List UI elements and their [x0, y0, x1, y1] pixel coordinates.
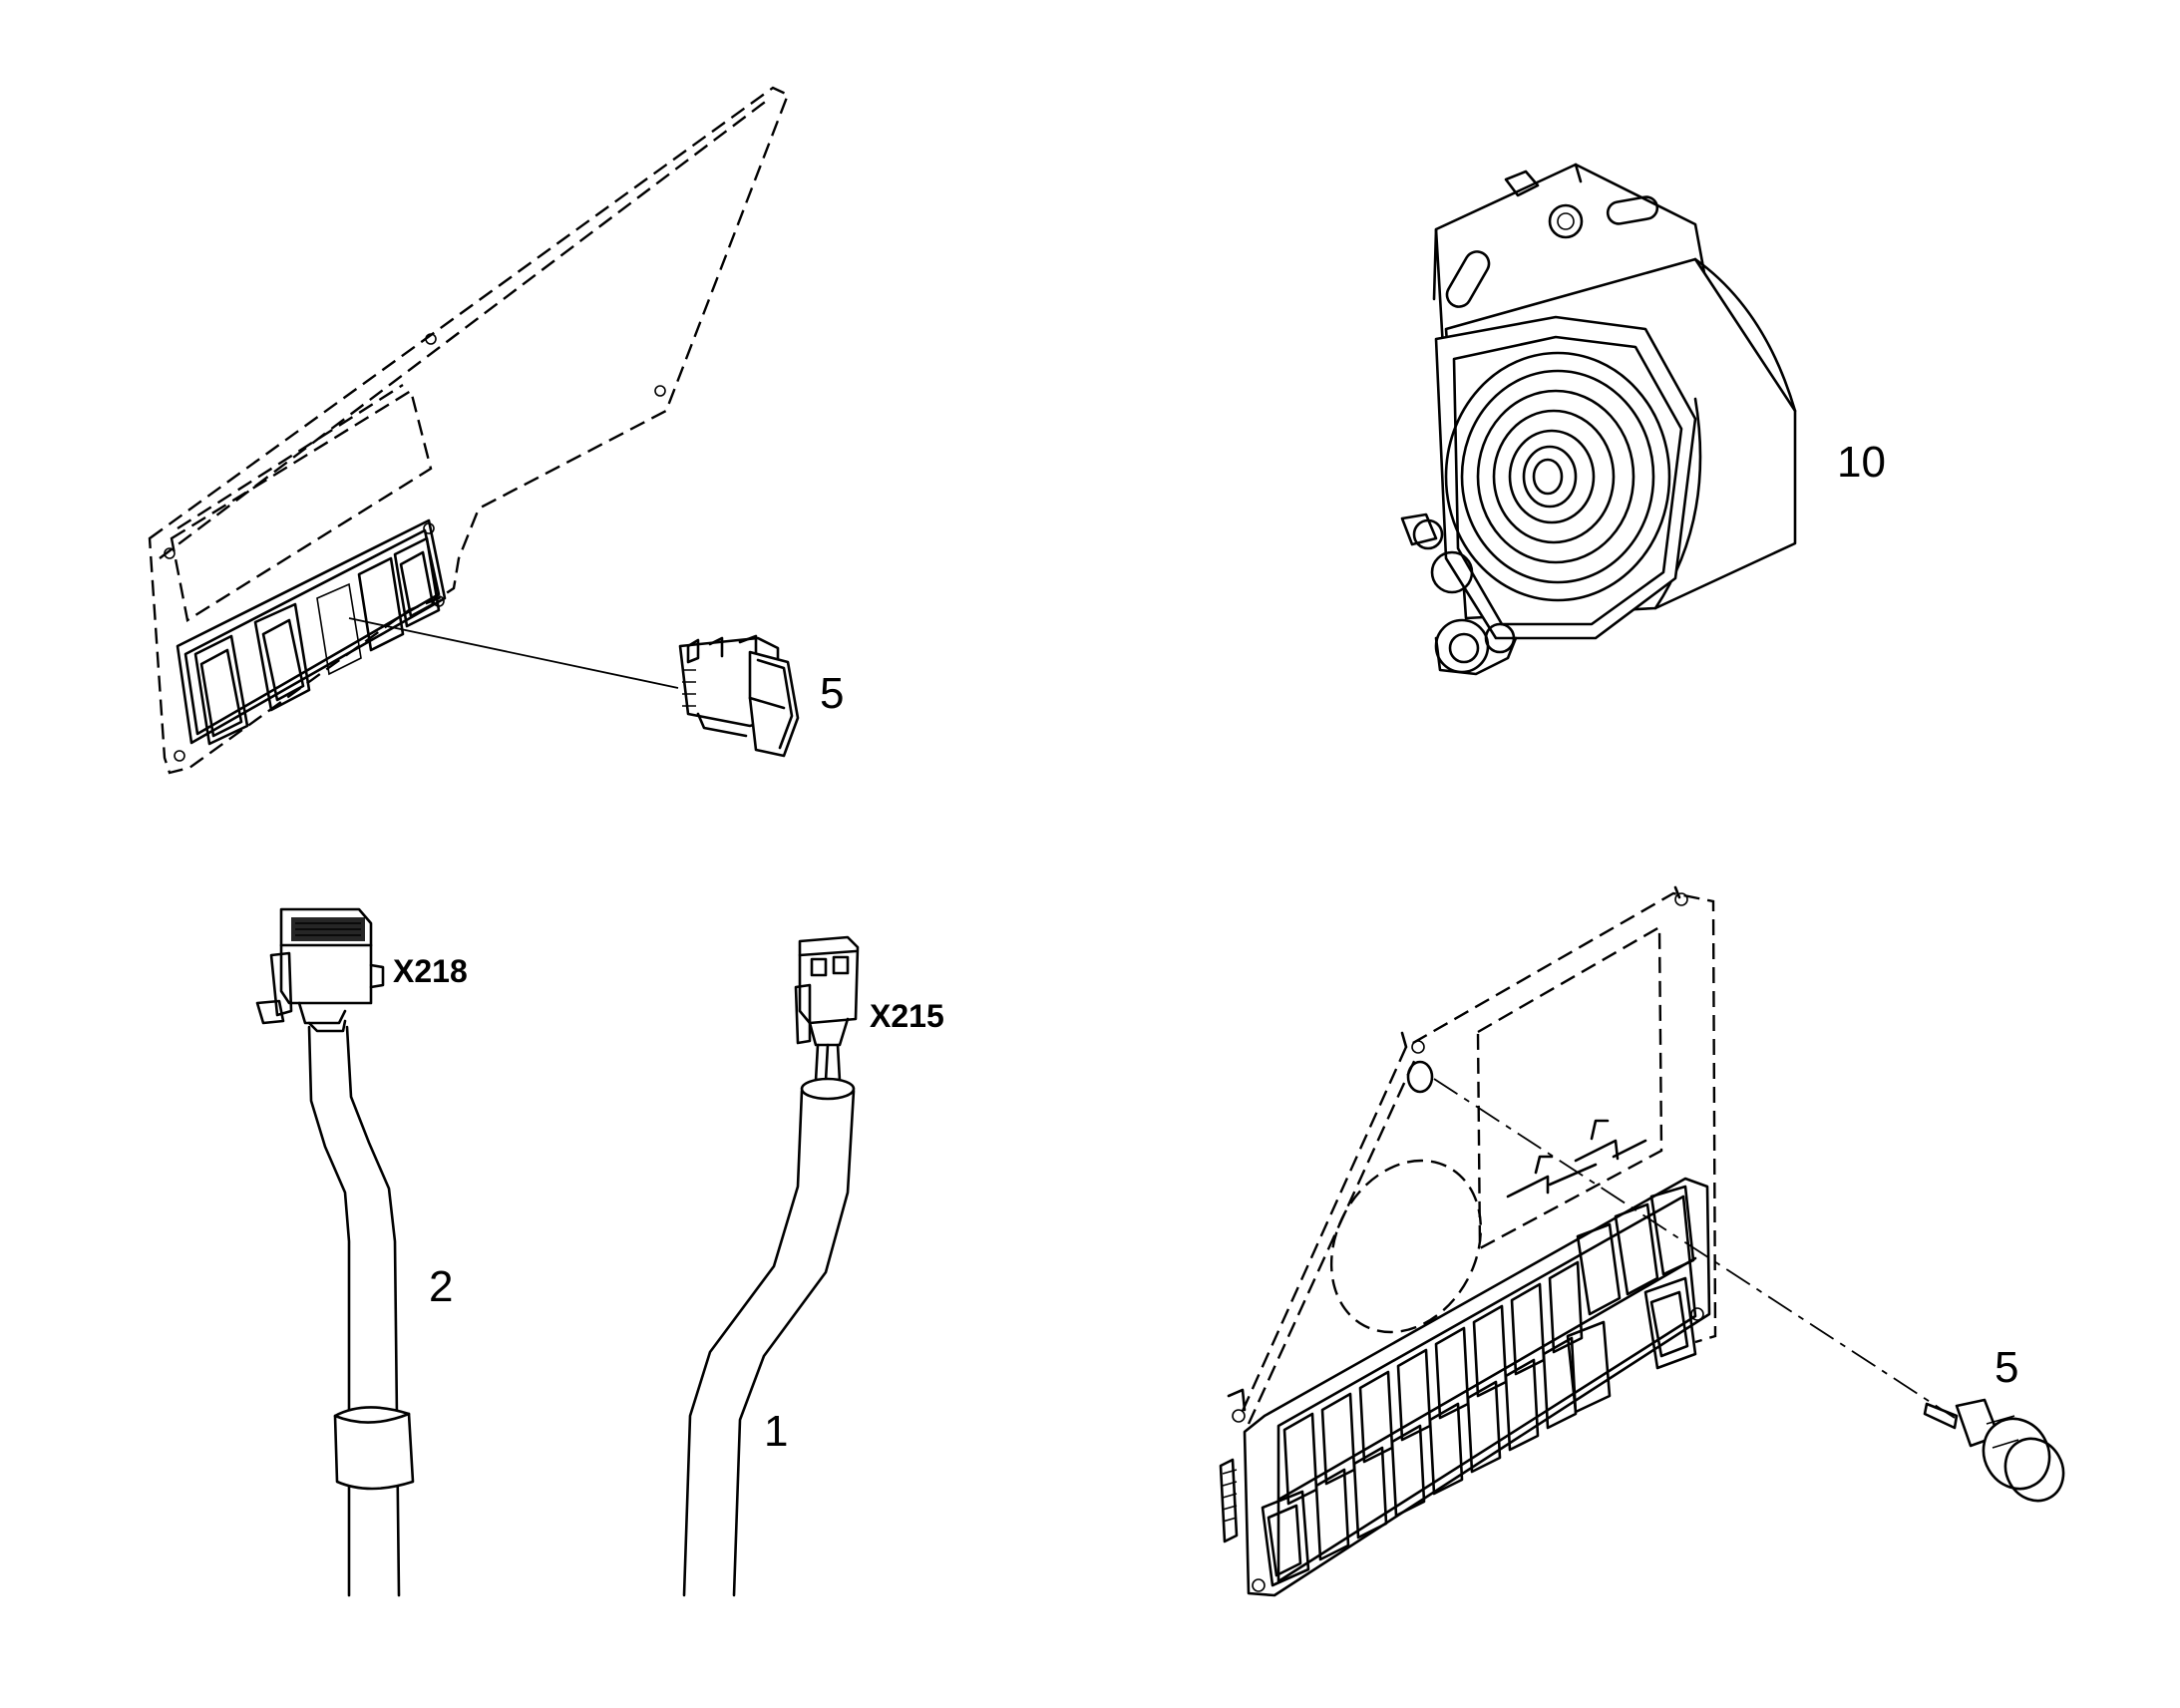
lower-switch-panel: [1219, 885, 1956, 1597]
cable-x215: [682, 935, 860, 1597]
callout-cable-x215: 1: [764, 1407, 788, 1456]
switch-row-bottom: [1261, 1276, 1697, 1587]
callout-buzzer: 10: [1837, 438, 1886, 487]
upper-switch-panel: [148, 86, 790, 775]
label-x215: X215: [870, 998, 944, 1034]
cable-x218: [255, 907, 415, 1597]
callout-switch-upper: 5: [820, 669, 844, 718]
callout-cable-x218: 2: [429, 1262, 453, 1311]
reverse-buzzer: [1400, 163, 1797, 676]
label-x218: X218: [393, 953, 468, 989]
indicator-lamp: [1923, 1398, 2065, 1503]
rocker-switch: [678, 634, 800, 758]
callout-indicator-lamp: 5: [1995, 1343, 2018, 1392]
